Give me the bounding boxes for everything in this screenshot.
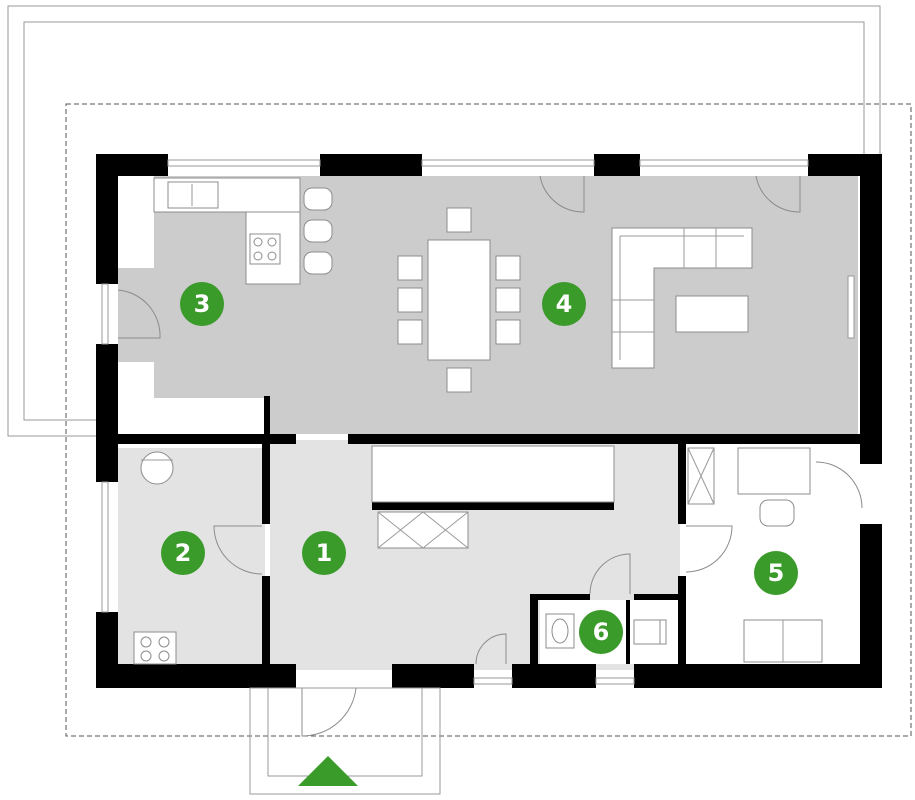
doors: [117, 175, 863, 737]
door-room-5-ext: [815, 461, 863, 509]
room-number: 3: [194, 290, 211, 318]
room-badge-4: 4: [542, 282, 586, 326]
floor-pantry-notch-2: [154, 398, 264, 434]
chair-right-2: [495, 287, 521, 313]
window-right-1: [847, 275, 855, 339]
window-top-1: [167, 159, 321, 167]
door-side: [117, 289, 161, 339]
roof-outline: [7, 5, 881, 437]
room-2-fixtures: [133, 451, 177, 665]
wall-bottom-3: [512, 664, 596, 688]
wall-right-2: [860, 524, 882, 688]
room-badge-5: 5: [754, 551, 798, 595]
desk: [737, 447, 811, 495]
windows: [101, 159, 855, 685]
hall-wardrobe: [377, 511, 469, 549]
chair-right-1: [495, 255, 521, 281]
wall-inner-h1: [118, 434, 296, 444]
chair-top: [446, 207, 472, 233]
window-top-2: [421, 159, 595, 167]
floor-kitchen-notch: [118, 176, 154, 268]
dining-table: [427, 239, 491, 361]
room-badge-2: 2: [161, 531, 205, 575]
wall-bath-mid: [626, 600, 630, 664]
bathroom-fixtures: [545, 613, 667, 649]
wall-inner-v-room5b: [678, 576, 686, 666]
boiler-icon: [140, 451, 174, 485]
terrace-outline: [65, 103, 912, 737]
living-furniture: [611, 227, 753, 369]
porch-inner: [267, 687, 423, 777]
room-5-furniture: [687, 447, 823, 663]
wall-right-1: [860, 154, 882, 464]
door-room-2: [213, 525, 263, 575]
window-bottom-1: [473, 677, 513, 685]
door-terrace-1: [539, 175, 585, 213]
wall-inner-v-room2a: [262, 444, 270, 524]
bar-stool-3: [303, 251, 333, 275]
wall-stair-bottom: [372, 502, 614, 510]
stair-landing: [371, 445, 615, 503]
room-number: 6: [593, 618, 610, 646]
window-top-3: [639, 159, 809, 167]
door-room-5: [685, 525, 733, 573]
room-badge-1: 1: [302, 531, 346, 575]
door-bottom-small: [475, 633, 507, 665]
sink-icon: [167, 181, 219, 209]
door-bath: [589, 553, 631, 595]
wall-left-1: [96, 154, 118, 284]
room-number: 4: [556, 290, 573, 318]
room-badge-3: 3: [180, 282, 224, 326]
desk-chair: [759, 499, 795, 527]
window-left-2: [101, 481, 109, 613]
triangle-up-icon: [298, 756, 358, 786]
dining-set: [397, 207, 521, 393]
door-terrace-2: [755, 175, 801, 213]
wall-bath-left: [530, 594, 538, 666]
chair-left-1: [397, 255, 423, 281]
chair-left-3: [397, 319, 423, 345]
cooktop-icon: [249, 233, 281, 265]
coffee-table: [675, 295, 749, 333]
wall-bottom-1: [96, 664, 296, 688]
wall-inner-v-room5a: [678, 444, 686, 524]
wall-inner-v-room2b: [262, 576, 270, 666]
corner-sofa: [611, 227, 753, 369]
bar-stool-2: [303, 219, 333, 243]
wall-bottom-2: [392, 664, 474, 688]
room-number: 5: [768, 559, 785, 587]
wall-left-2: [96, 344, 118, 482]
room-badge-6: 6: [579, 610, 623, 654]
wall-bottom-4: [634, 664, 882, 688]
wall-top-mid: [320, 154, 422, 176]
chair-left-2: [397, 287, 423, 313]
chair-right-3: [495, 319, 521, 345]
chair-bottom: [446, 367, 472, 393]
stove-icon: [133, 631, 177, 665]
window-left-1: [101, 283, 109, 345]
wall-bath-top-left: [530, 594, 590, 600]
kitchen-furniture: [153, 177, 333, 285]
entrance-porch: [249, 687, 441, 795]
door-entry: [301, 687, 357, 737]
room-number: 2: [175, 539, 192, 567]
window-bottom-2: [595, 677, 635, 685]
wall-bath-top-right: [634, 594, 680, 600]
wall-top-mid2: [594, 154, 640, 176]
wall-inner-h2: [348, 434, 860, 444]
walls: [96, 154, 882, 688]
room-badges: 1 2 3 4 5 6: [161, 282, 798, 654]
bar-stool-1: [303, 187, 333, 211]
toilet-icon: [633, 619, 661, 645]
wall-inner-v-kitchen: [264, 396, 270, 436]
floor-pantry-notch: [118, 362, 154, 434]
room-number: 1: [316, 539, 333, 567]
